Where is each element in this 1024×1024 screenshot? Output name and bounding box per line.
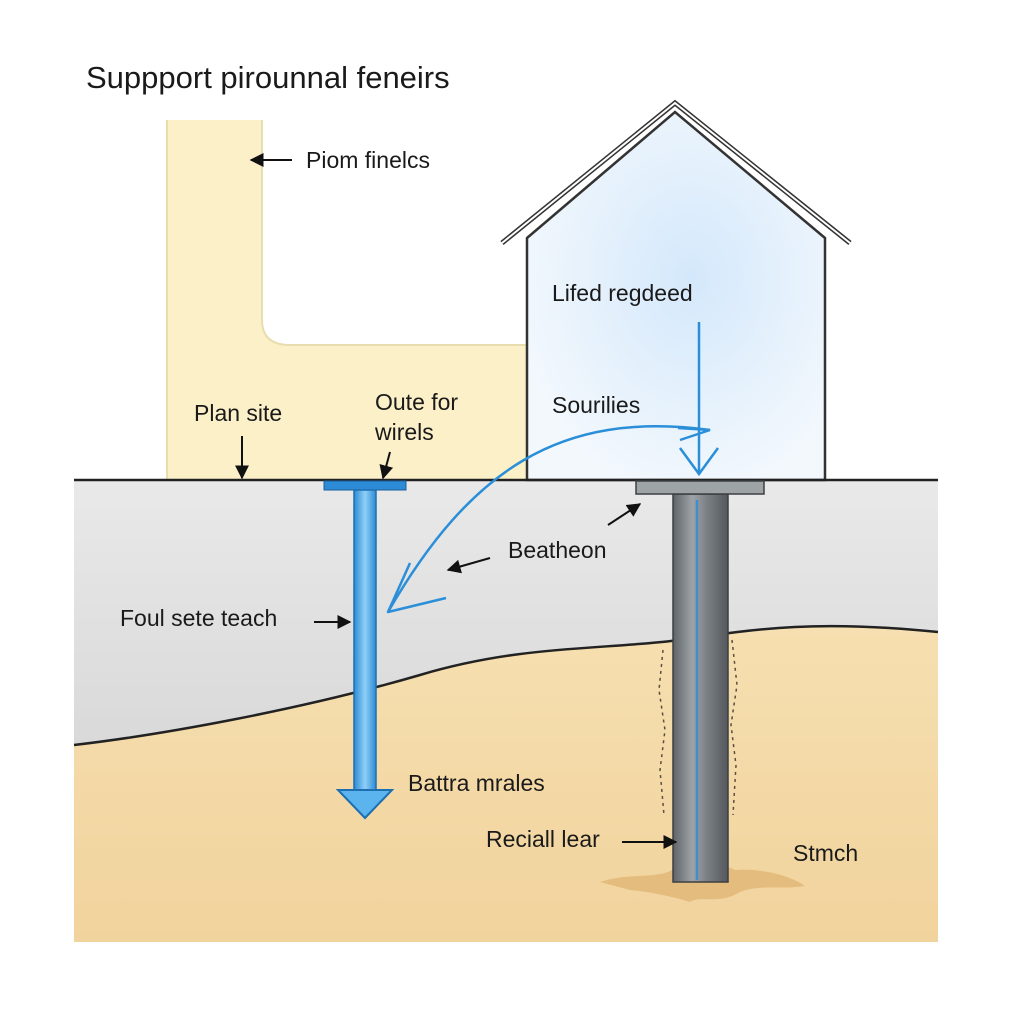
yellow-column	[167, 120, 528, 480]
arrow-pile-cap	[607, 503, 642, 526]
vertical-arrow-head	[678, 447, 720, 477]
curved-arrow-head-left	[386, 562, 447, 614]
gray-pile	[635, 480, 765, 883]
yellow-column-outline	[166, 120, 528, 480]
label-wirels: wirels	[374, 419, 434, 445]
label-lifed-regdeed: Lifed regdeed	[552, 280, 693, 306]
label-reciall-lear: Reciall lear	[486, 826, 600, 852]
curved-blue-arrow	[386, 425, 711, 613]
label-foul-sete-teach: Foul sete teach	[120, 605, 277, 631]
pile-texture	[658, 639, 738, 816]
label-oute-for: Oute for	[375, 389, 458, 415]
arrow-beatheon	[446, 557, 491, 574]
label-beatheon: Beatheon	[508, 537, 606, 563]
blue-t-bar	[323, 480, 407, 820]
label-sourilies: Sourilies	[552, 392, 640, 418]
label-plan-site: Plan site	[194, 400, 282, 426]
arrow-oute-for	[379, 451, 394, 480]
soil-boundary-line	[73, 624, 939, 747]
curved-arrow-head-right	[677, 426, 711, 442]
label-piom-finelcs: Piom finelcs	[306, 147, 430, 173]
label-stmch: Stmch	[793, 840, 858, 866]
label-battra-mrales: Battra mrales	[408, 770, 545, 796]
blue-down-arrowhead	[335, 789, 395, 820]
diagram-title: Suppport pirounnal feneirs	[86, 60, 450, 95]
